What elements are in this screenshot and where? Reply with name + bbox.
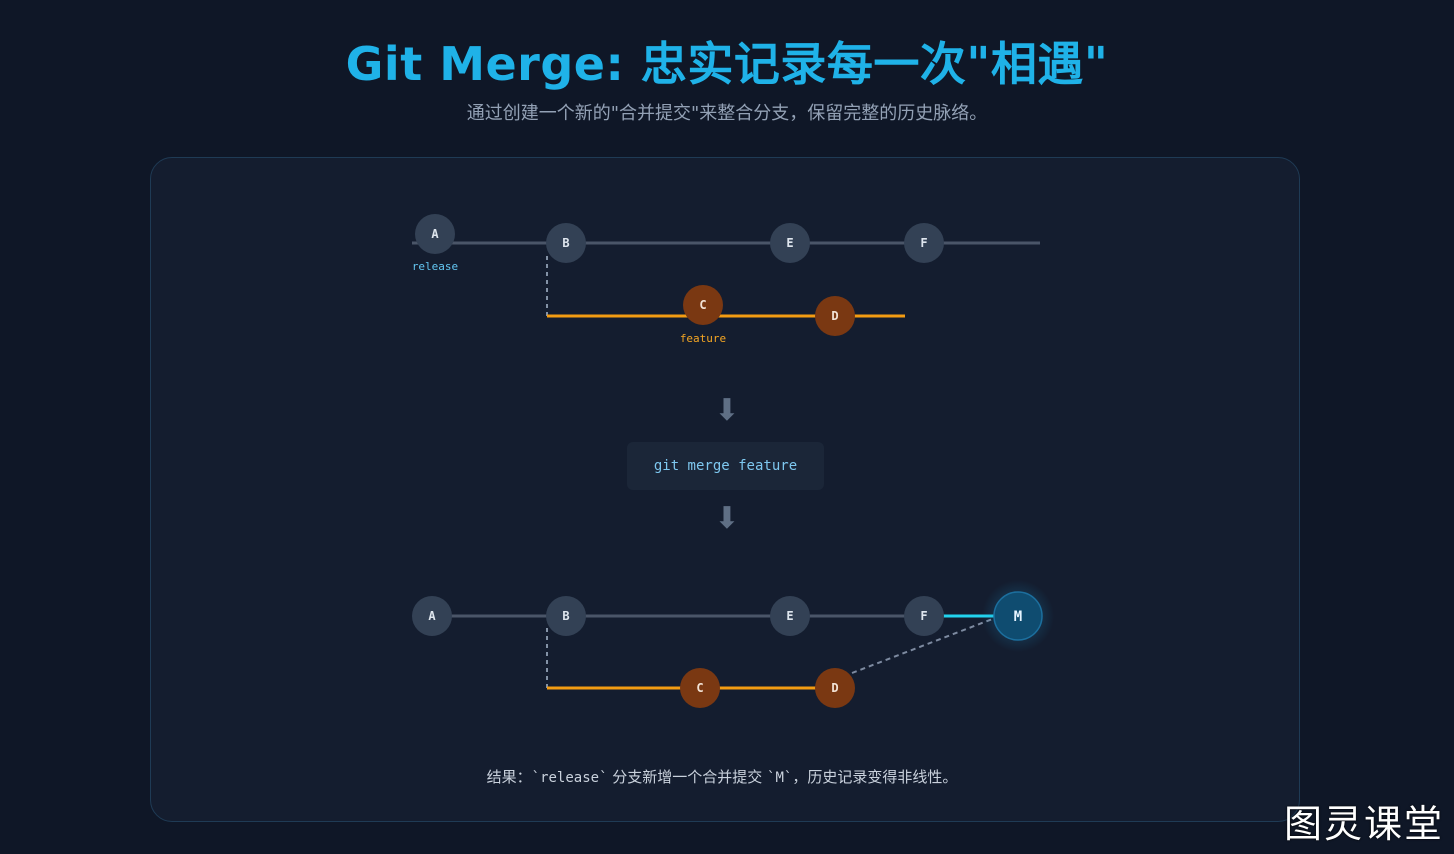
after-commit-b: B	[546, 596, 586, 636]
before-commit-f-label: F	[920, 236, 927, 250]
merge-commit-m-label: M	[1014, 609, 1022, 625]
result-prefix: 结果：	[486, 768, 532, 786]
result-branch-code: `release`	[531, 770, 608, 786]
before-commit-a: A	[415, 214, 455, 254]
before-commit-b: B	[546, 223, 586, 263]
before-commit-e: E	[770, 223, 810, 263]
feature-branch-tag: feature	[680, 332, 726, 345]
watermark: 图灵课堂	[1283, 802, 1444, 846]
after-commit-f-label: F	[920, 609, 927, 623]
after-commit-b-label: B	[562, 609, 569, 623]
before-commit-c: C	[683, 285, 723, 325]
after-commit-a-label: A	[428, 609, 436, 623]
result-suffix: ，历史记录变得非线性。	[792, 768, 958, 786]
after-commit-e: E	[770, 596, 810, 636]
after-commit-a: A	[412, 596, 452, 636]
result-middle: 分支新增一个合并提交	[607, 768, 768, 786]
merge-command-box: git merge feature	[627, 442, 824, 490]
arrow-down-icon: ⬇	[714, 501, 740, 536]
merge-commit-m: M	[982, 580, 1054, 652]
result-caption: 结果：`release` 分支新增一个合并提交 `M`，历史记录变得非线性。	[0, 766, 1444, 787]
before-commit-d-label: D	[831, 309, 838, 323]
after-merge-parent-line	[851, 617, 996, 674]
before-commit-e-label: E	[786, 236, 793, 250]
before-commit-c-label: C	[699, 298, 706, 312]
before-commit-d: D	[815, 296, 855, 336]
after-commit-f: F	[904, 596, 944, 636]
merge-command-text: git merge feature	[653, 458, 798, 474]
before-commit-a-label: A	[431, 227, 439, 241]
after-commit-d: D	[815, 668, 855, 708]
release-branch-tag: release	[412, 260, 458, 273]
after-commit-d-label: D	[831, 681, 838, 695]
after-commit-e-label: E	[786, 609, 793, 623]
result-commit-code: `M`	[767, 770, 793, 786]
after-commit-c-label: C	[696, 681, 703, 695]
arrow-down-icon: ⬇	[714, 393, 740, 428]
page-title: Git Merge: 忠实记录每一次"相遇"	[345, 37, 1109, 91]
before-commit-f: F	[904, 223, 944, 263]
before-commit-b-label: B	[562, 236, 569, 250]
page-subtitle: 通过创建一个新的"合并提交"来整合分支，保留完整的历史脉络。	[466, 103, 988, 124]
after-commit-c: C	[680, 668, 720, 708]
